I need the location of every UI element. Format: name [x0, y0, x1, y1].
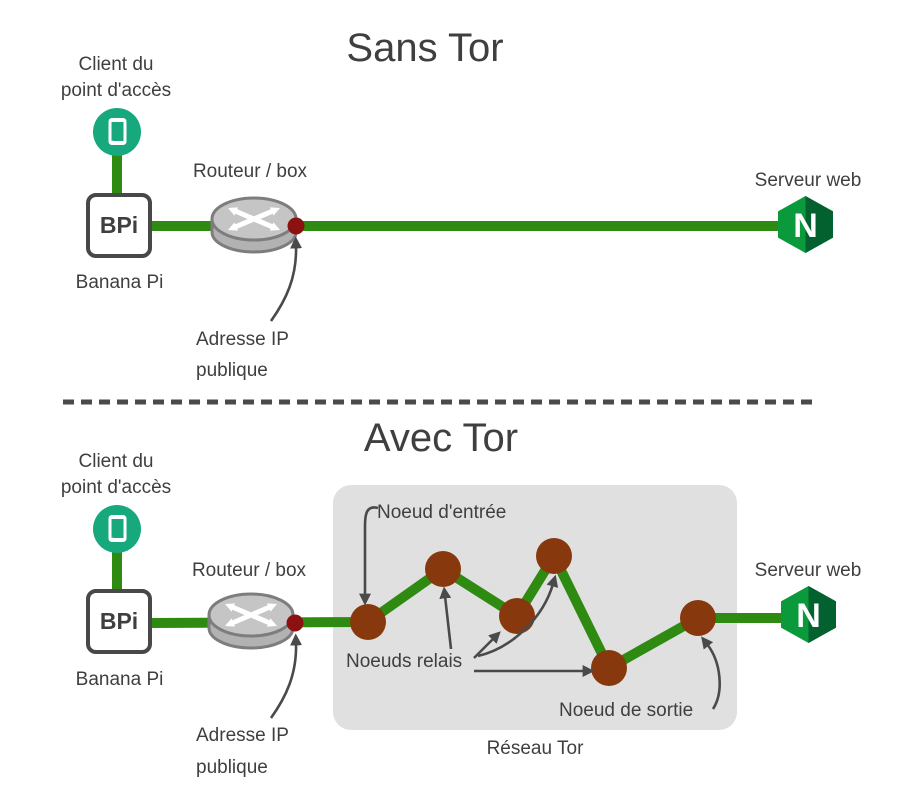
client-label: Client du point d'accès [38, 449, 194, 501]
tor-network-box [333, 485, 737, 730]
public-ip-label-line2: publique [196, 757, 268, 778]
public-ip-label: Adresse IP publique [196, 324, 289, 386]
relay-node [499, 598, 535, 634]
bpi-device-box: BPi [86, 589, 152, 654]
client-label-line1: Client du [78, 54, 154, 75]
relay-node-arrow [473, 631, 501, 659]
smartphone-client-icon [93, 108, 141, 156]
entry-node-label: Noeud d'entrée [377, 502, 507, 523]
nginx-server-icon: N [781, 586, 836, 643]
web-server-label: Serveur web [754, 170, 862, 191]
relay-node [425, 551, 461, 587]
nginx-letter: N [793, 207, 818, 245]
public-ip-dot [287, 217, 305, 235]
nginx-server-icon: N [778, 196, 833, 253]
router-label: Routeur / box [191, 560, 307, 581]
relay-nodes-label: Noeuds relais [346, 651, 463, 672]
relay-node [536, 538, 572, 574]
entry-node [350, 604, 386, 640]
relay-node [591, 650, 627, 686]
section-title-avec-tor: Avec Tor [363, 416, 519, 460]
tor-nodes [350, 538, 716, 686]
public-ip-label-line2: publique [196, 360, 268, 381]
client-label: Client du point d'accès [38, 52, 194, 104]
relay-node-arrow [439, 586, 453, 650]
section-title-sans-tor: Sans Tor [346, 26, 504, 70]
public-ip-label: Adresse IP publique [196, 720, 289, 784]
client-label-line2: point d'accès [60, 80, 172, 101]
nginx-letter: N [796, 597, 821, 635]
tor-network-label: Réseau Tor [486, 738, 584, 759]
router-icon [207, 592, 295, 650]
router-label: Routeur / box [192, 161, 308, 182]
public-ip-label-line1: Adresse IP [196, 725, 289, 746]
bpi-device-label: BPi [99, 608, 139, 634]
exit-node-label: Noeud de sortie [559, 700, 694, 721]
ip-annotation-arrow [269, 633, 303, 719]
bpi-device-label: BPi [99, 212, 139, 238]
exit-node [680, 600, 716, 636]
client-label-line2: point d'accès [60, 477, 172, 498]
relay-node-arrow [477, 574, 559, 658]
public-ip-dot [286, 614, 304, 632]
exit-node-arrow [701, 636, 721, 710]
router-icon [210, 196, 298, 254]
smartphone-client-icon [93, 505, 141, 553]
bpi-device-box: BPi [86, 193, 152, 258]
banana-pi-caption: Banana Pi [75, 669, 164, 690]
banana-pi-caption: Banana Pi [75, 272, 164, 293]
entry-node-arrow [359, 506, 379, 606]
web-server-label: Serveur web [754, 560, 862, 581]
public-ip-label-line1: Adresse IP [196, 329, 289, 350]
ip-annotation-arrow [269, 236, 303, 322]
client-label-line1: Client du [78, 451, 154, 472]
